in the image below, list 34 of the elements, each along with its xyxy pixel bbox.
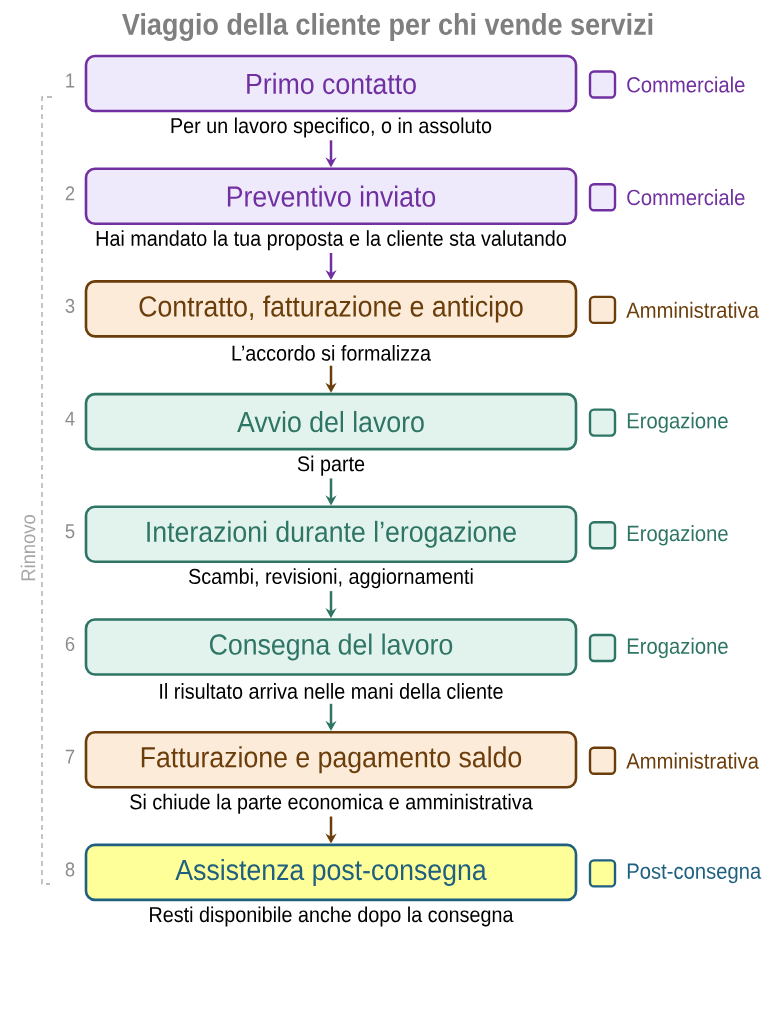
step-number: 1 <box>66 73 75 88</box>
step-description: Si chiude la parte economica e amministrativa <box>130 793 533 814</box>
step-box: Consegna del lavoro <box>84 618 578 676</box>
step-description: Il risultato arriva nelle mani della cliente <box>160 683 503 699</box>
title: Viaggio della cliente per chi vende servizi <box>122 12 653 42</box>
step-box: Avvio del lavoro <box>84 392 578 451</box>
step-number: 6 <box>65 636 75 652</box>
step-number: 5 <box>65 524 75 539</box>
step-number: 7 <box>65 749 75 764</box>
step-description: Si parte <box>297 455 365 476</box>
step-box: Primo contatto <box>84 54 578 113</box>
step-description: Scambi, revisioni, aggiornamenti <box>189 568 473 589</box>
legend-label: Post-consegna <box>627 863 762 884</box>
legend-label: Erogazione <box>627 525 728 546</box>
step-box: Preventivo inviato <box>84 167 578 225</box>
step-description: L’accordo si formalizza <box>232 345 431 361</box>
step-number: 2 <box>65 186 75 201</box>
legend-label: Amministrativa <box>626 301 759 318</box>
step-number: 8 <box>65 862 75 877</box>
step-box: Fatturazione e pagamento saldo <box>84 730 578 789</box>
step-box: Assistenza post-consegna <box>84 843 578 902</box>
legend-label: Erogazione <box>627 412 728 433</box>
step-description: Hai mandato la tua proposta e la cliente sta valutando <box>96 230 566 251</box>
bracket-label: Rinnovo <box>19 513 37 583</box>
step-description: Resti disponibile anche dopo la consegna <box>150 906 514 927</box>
legend-label: Commerciale <box>627 189 745 206</box>
step-box: Interazioni durante l’erogazione <box>84 505 578 564</box>
step-box: Contratto, fatturazione e anticipo <box>84 280 578 338</box>
legend-label: Erogazione <box>627 637 728 659</box>
legend-label: Amministrativa <box>626 752 759 769</box>
step-number: 3 <box>65 298 75 313</box>
legend-label: Commerciale <box>627 76 745 93</box>
step-number: 4 <box>65 411 75 426</box>
step-description: Per un lavoro specifico, o in assoluto <box>171 117 492 138</box>
